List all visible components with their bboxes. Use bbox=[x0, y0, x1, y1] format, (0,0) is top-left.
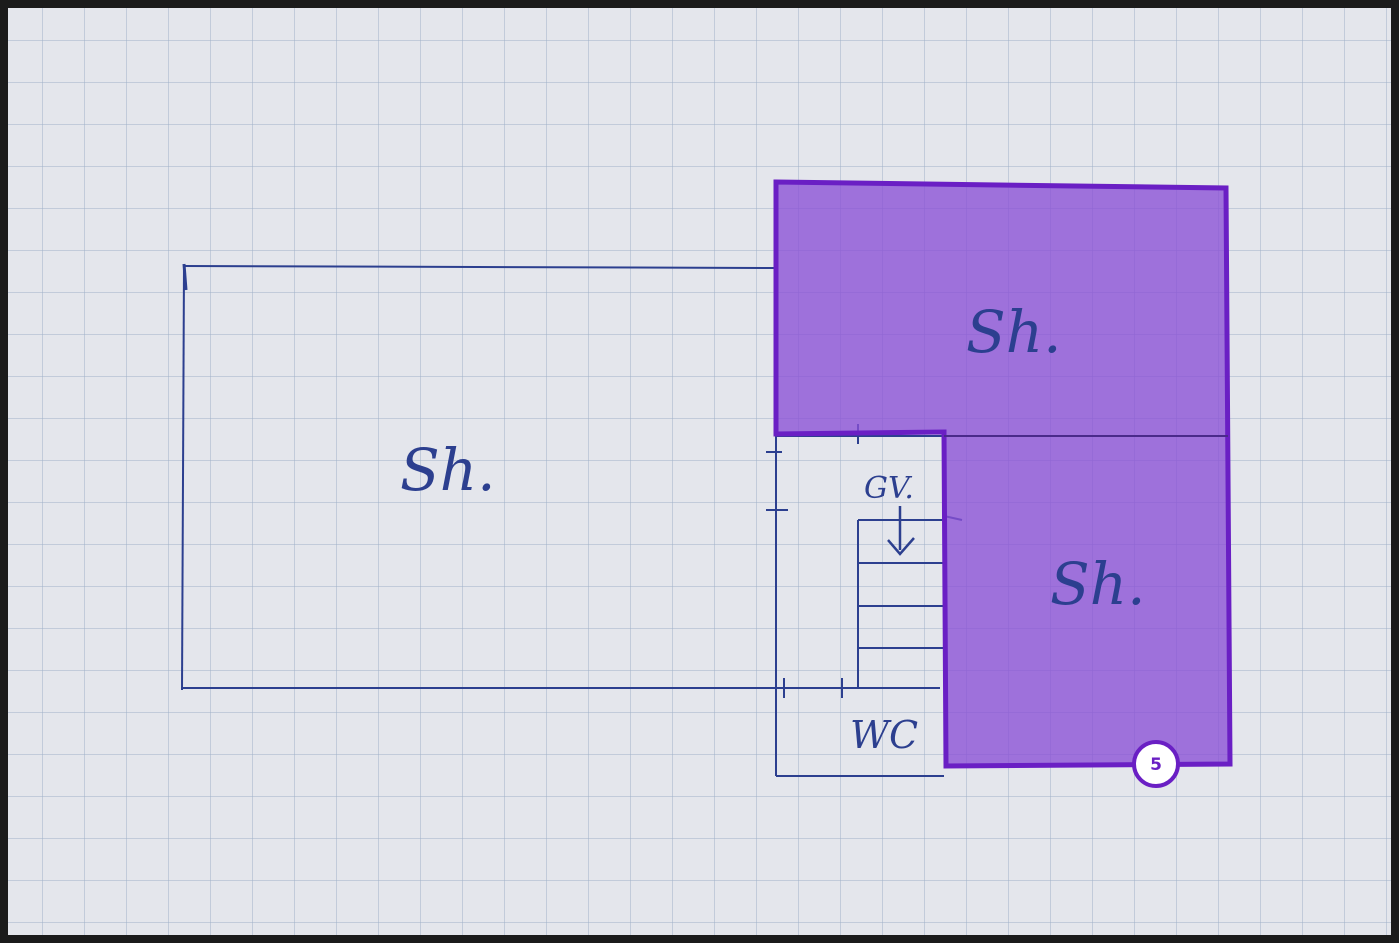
stair-label: GV. bbox=[864, 471, 914, 506]
selection-badge-number: 5 bbox=[1150, 755, 1162, 775]
left-room-outline bbox=[181, 263, 940, 691]
left-room-label: Sh. bbox=[400, 436, 496, 504]
selected-room-region[interactable] bbox=[773, 179, 1233, 769]
stair-arrow bbox=[887, 506, 915, 556]
selection-badge[interactable]: 5 bbox=[1132, 740, 1180, 788]
lower-right-room-label: Sh. bbox=[1050, 550, 1146, 618]
top-right-room-label: Sh. bbox=[966, 298, 1062, 366]
wc-label: WC bbox=[850, 713, 918, 757]
